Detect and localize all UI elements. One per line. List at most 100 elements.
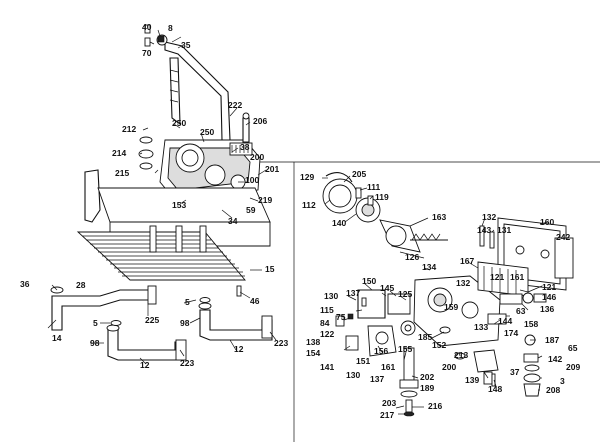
part-label: 14 xyxy=(52,333,62,343)
part-label: 153 xyxy=(172,200,186,210)
part-label: 139 xyxy=(465,375,479,385)
part-label: 160 xyxy=(540,217,554,227)
drain-valve xyxy=(399,347,419,417)
part-label: 146 xyxy=(542,292,556,302)
part-label: 217 xyxy=(380,410,394,420)
part-label: 143 xyxy=(477,225,491,235)
part-label: 112 xyxy=(302,200,316,210)
part-label: 59 xyxy=(246,205,256,215)
part-label: 185 xyxy=(418,332,432,342)
part-label: 134 xyxy=(422,262,436,272)
part-label: 63 xyxy=(516,306,526,316)
burner-valve-assembly xyxy=(138,112,261,212)
part-label: 130 xyxy=(324,291,338,301)
part-label: 189 xyxy=(420,383,434,393)
part-label: 150 xyxy=(362,276,376,286)
gas-pipe-assembly xyxy=(144,24,231,141)
part-label: 5 xyxy=(93,318,98,328)
part-label: 131 xyxy=(497,225,511,235)
base-tray xyxy=(76,169,271,281)
part-label: 137 xyxy=(370,374,384,384)
part-label: 163 xyxy=(432,212,446,222)
part-label: 5 xyxy=(185,297,190,307)
part-label: 242 xyxy=(556,232,570,242)
part-label: 119 xyxy=(375,192,389,202)
part-label: 203 xyxy=(382,398,396,408)
panel-divider xyxy=(258,161,600,442)
part-label: 161 xyxy=(381,362,395,372)
part-label: 161 xyxy=(510,272,524,282)
part-label: 70 xyxy=(142,48,152,58)
part-label: 209 xyxy=(566,362,580,372)
part-label: 132 xyxy=(456,278,470,288)
part-label: 214 xyxy=(112,148,126,158)
part-label: 223 xyxy=(180,358,194,368)
part-label: 126 xyxy=(405,252,419,262)
part-label: 35 xyxy=(181,40,191,50)
part-label: 159 xyxy=(444,302,458,312)
part-label: 201 xyxy=(265,164,279,174)
part-label: 156 xyxy=(374,346,388,356)
part-label: 222 xyxy=(228,100,242,110)
part-label: 137 xyxy=(346,288,360,298)
part-label: 212 xyxy=(122,124,136,134)
part-label: 46 xyxy=(250,296,260,306)
part-label: 122 xyxy=(320,329,334,339)
part-label: 36 xyxy=(20,279,30,289)
part-label: 250 xyxy=(200,127,214,137)
part-label: 111 xyxy=(367,182,381,192)
part-label: 200 xyxy=(442,362,456,372)
part-label: 121 xyxy=(490,272,504,282)
part-label: 138 xyxy=(306,337,320,347)
part-label: 223 xyxy=(274,338,288,348)
part-label: 115 xyxy=(320,305,334,315)
part-label: 142 xyxy=(548,354,562,364)
part-label: 3 xyxy=(560,376,565,386)
part-label: 202 xyxy=(420,372,434,382)
part-label: 34 xyxy=(228,216,238,226)
valve-rod-assembly xyxy=(379,219,448,253)
part-label: 213 xyxy=(454,350,468,360)
part-labels: 40 8 35 70 222 206 212 250 250 38 214 20… xyxy=(20,22,580,420)
part-label: 208 xyxy=(546,385,560,395)
part-label: 130 xyxy=(346,370,360,380)
part-label: 144 xyxy=(498,316,512,326)
part-label: 121 xyxy=(542,282,556,292)
part-label: 219 xyxy=(258,195,272,205)
part-label: 100 xyxy=(245,175,259,185)
part-label: 167 xyxy=(460,256,474,266)
diaphragm-assembly xyxy=(322,172,381,223)
part-label: 12 xyxy=(140,360,150,370)
part-label: 155 xyxy=(398,344,412,354)
part-label: 65 xyxy=(568,343,578,353)
part-label: 205 xyxy=(352,169,366,179)
part-label: 37 xyxy=(510,367,520,377)
part-label: 216 xyxy=(428,401,442,411)
part-label: 38 xyxy=(240,142,250,152)
part-label: 12 xyxy=(234,344,244,354)
part-label: 152 xyxy=(432,340,446,350)
part-label: 129 xyxy=(300,172,314,182)
part-label: 15 xyxy=(265,264,275,274)
part-label: 98 xyxy=(90,338,100,348)
part-label: 215 xyxy=(115,168,129,178)
main-hydraulic-block xyxy=(413,261,547,360)
pressure-switch-group xyxy=(335,289,416,357)
part-label: 132 xyxy=(482,212,496,222)
part-label: 8 xyxy=(168,23,173,33)
part-label: 200 xyxy=(250,152,264,162)
part-label: 151 xyxy=(356,356,370,366)
part-label: 140 xyxy=(332,218,346,228)
part-label: 250 xyxy=(172,118,186,128)
safety-valve xyxy=(473,334,541,397)
water-pipes xyxy=(50,285,273,361)
part-label: 154 xyxy=(306,348,320,358)
part-label: 145 xyxy=(380,283,394,293)
part-label: 84 xyxy=(320,318,330,328)
part-label: 158 xyxy=(524,319,538,329)
leader-lines xyxy=(47,29,549,415)
part-label: 125 xyxy=(398,289,412,299)
part-label: 141 xyxy=(320,362,334,372)
part-label: 136 xyxy=(540,304,554,314)
